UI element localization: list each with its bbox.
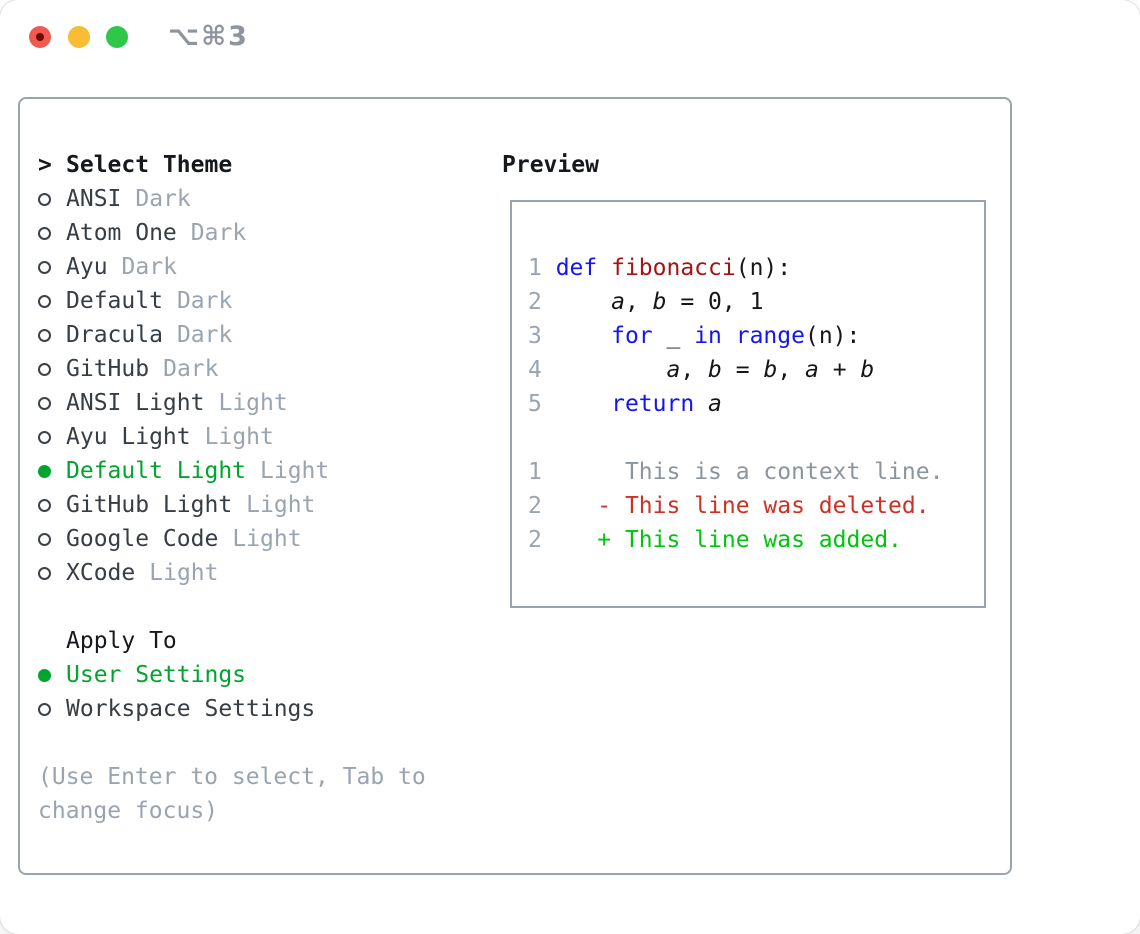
preview-code: 1 def fibonacci(n): 2 a, b = 0, 1 3 for _ … bbox=[528, 251, 943, 557]
theme-option-label: Google Code bbox=[66, 526, 219, 552]
radio-icon bbox=[38, 430, 51, 444]
focus-caret-icon: > bbox=[38, 152, 52, 178]
theme-variant-tag: Dark bbox=[176, 288, 233, 314]
theme-option-github-light[interactable]: GitHub Light Light bbox=[38, 488, 426, 522]
radio-icon bbox=[38, 192, 51, 206]
theme-variant-tag: Light bbox=[218, 390, 288, 416]
code-line: 1 def fibonacci(n): bbox=[528, 255, 792, 281]
apply-option-label: User Settings bbox=[66, 662, 247, 688]
theme-option-google-code[interactable]: Google Code Light bbox=[38, 522, 426, 556]
theme-list-title: Select Theme bbox=[66, 152, 233, 178]
theme-variant-tag: Light bbox=[246, 492, 316, 518]
radio-selected-icon bbox=[38, 668, 51, 682]
close-button[interactable] bbox=[29, 26, 51, 48]
apply-option-label: Workspace Settings bbox=[66, 696, 316, 722]
radio-icon bbox=[38, 328, 51, 342]
theme-option-label: Atom One bbox=[66, 220, 177, 246]
help-text-line2: change focus) bbox=[38, 798, 219, 824]
code-line: 3 for _ in range(n): bbox=[528, 323, 861, 349]
help-text-line1: (Use Enter to select, Tab to bbox=[38, 764, 426, 790]
theme-option-label: Default bbox=[66, 288, 163, 314]
window-shortcut-label: ⌥⌘3 bbox=[168, 21, 249, 52]
titlebar: ⌥⌘3 bbox=[0, 0, 1140, 75]
edited-dot-icon bbox=[36, 33, 44, 41]
radio-icon bbox=[38, 226, 51, 240]
theme-variant-tag: Light bbox=[232, 526, 302, 552]
preview-box: 1 def fibonacci(n): 2 a, b = 0, 1 3 for _ … bbox=[510, 200, 986, 608]
theme-variant-tag: Dark bbox=[121, 254, 177, 280]
theme-variant-tag: Light bbox=[260, 458, 330, 484]
theme-variant-tag: Light bbox=[204, 424, 274, 450]
code-line: 2 - This line was deleted. bbox=[528, 493, 930, 519]
theme-option-label: Dracula bbox=[66, 322, 163, 348]
code-line: 2 a, b = 0, 1 bbox=[528, 289, 764, 315]
theme-variant-tag: Dark bbox=[176, 322, 233, 348]
radio-icon bbox=[38, 396, 51, 410]
theme-option-label: XCode bbox=[66, 560, 136, 586]
theme-option-github[interactable]: GitHub Dark bbox=[38, 352, 426, 386]
radio-selected-icon bbox=[38, 464, 51, 478]
theme-option-label: GitHub bbox=[66, 356, 150, 382]
theme-option-xcode[interactable]: XCode Light bbox=[38, 556, 426, 590]
spacer-row bbox=[38, 726, 426, 760]
radio-icon bbox=[38, 702, 51, 716]
radio-icon bbox=[38, 362, 51, 376]
theme-option-default-light[interactable]: Default Light Light bbox=[38, 454, 426, 488]
theme-list-header: > Select Theme bbox=[38, 148, 426, 182]
radio-icon bbox=[38, 294, 51, 308]
minimize-button[interactable] bbox=[68, 26, 90, 48]
theme-option-dracula[interactable]: Dracula Dark bbox=[38, 318, 426, 352]
theme-variant-tag: Light bbox=[149, 560, 219, 586]
theme-option-default[interactable]: Default Dark bbox=[38, 284, 426, 318]
theme-option-label: Default Light bbox=[66, 458, 247, 484]
theme-option-ayu[interactable]: Ayu Dark bbox=[38, 250, 426, 284]
theme-option-label: Ayu bbox=[66, 254, 108, 280]
theme-option-label: Ayu Light bbox=[66, 424, 191, 450]
radio-icon bbox=[38, 498, 51, 512]
spacer-row bbox=[38, 590, 426, 624]
theme-option-ansi[interactable]: ANSI Dark bbox=[38, 182, 426, 216]
apply-option-workspace-settings[interactable]: Workspace Settings bbox=[38, 692, 426, 726]
apply-to-header: Apply To bbox=[38, 624, 426, 658]
theme-option-label: GitHub Light bbox=[66, 492, 233, 518]
radio-icon bbox=[38, 566, 51, 580]
apply-option-user-settings[interactable]: User Settings bbox=[38, 658, 426, 692]
theme-option-label: ANSI bbox=[66, 186, 122, 212]
theme-variant-tag: Dark bbox=[190, 220, 247, 246]
theme-option-ayu-light[interactable]: Ayu Light Light bbox=[38, 420, 426, 454]
preview-title: Preview bbox=[502, 152, 599, 178]
code-line: 1 This is a context line. bbox=[528, 459, 944, 485]
zoom-button[interactable] bbox=[106, 26, 128, 48]
code-line: 5 return a bbox=[528, 391, 722, 417]
apply-to-title: Apply To bbox=[66, 628, 177, 654]
theme-variant-tag: Dark bbox=[135, 186, 191, 212]
theme-option-ansi-light[interactable]: ANSI Light Light bbox=[38, 386, 426, 420]
theme-option-label: ANSI Light bbox=[66, 390, 205, 416]
code-line: 2 + This line was added. bbox=[528, 527, 902, 553]
code-line bbox=[528, 421, 943, 455]
theme-variant-tag: Dark bbox=[163, 356, 219, 382]
theme-option-atom-one[interactable]: Atom One Dark bbox=[38, 216, 426, 250]
radio-icon bbox=[38, 532, 51, 546]
code-line: 4 a, b = b, a + b bbox=[528, 357, 875, 383]
radio-icon bbox=[38, 260, 51, 274]
